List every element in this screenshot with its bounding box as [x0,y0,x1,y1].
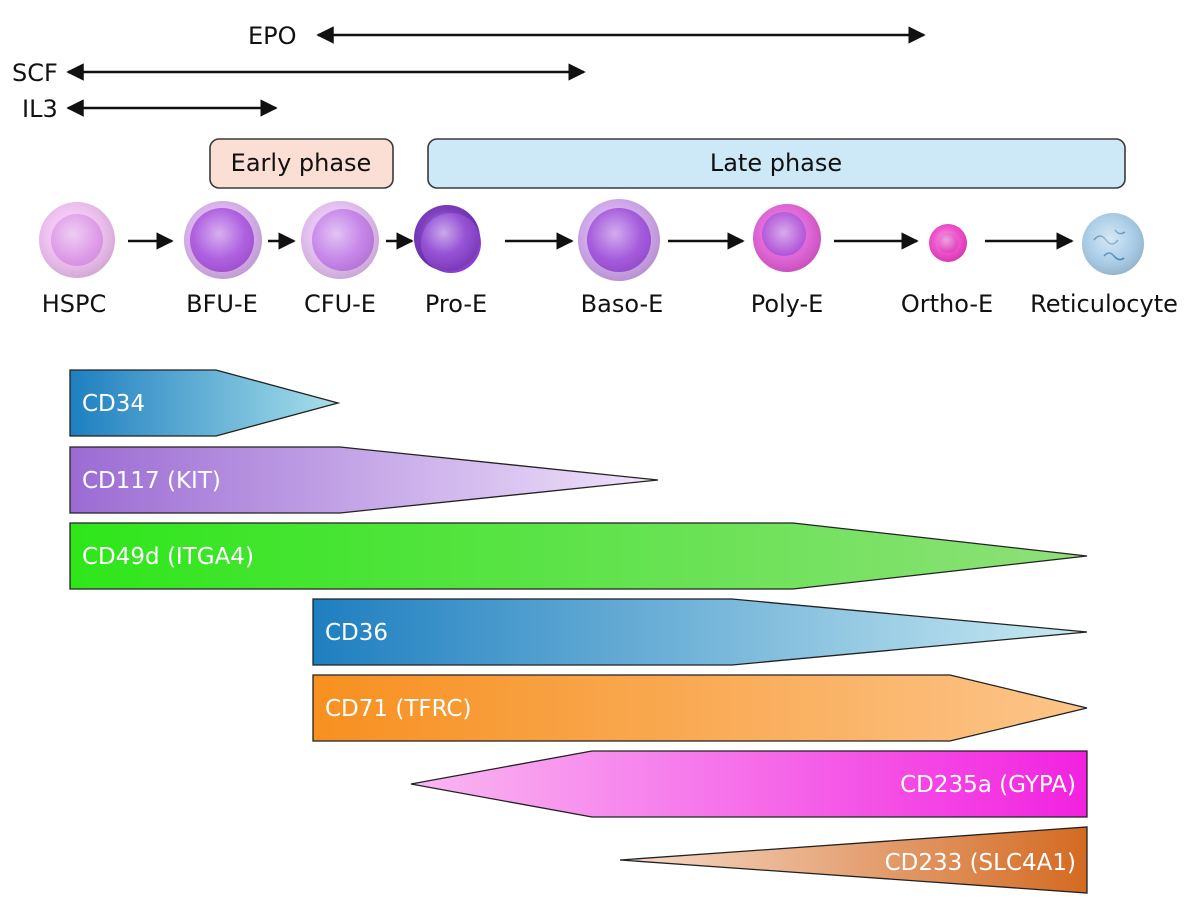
cytokine-ranges: EPO SCF IL3 [12,22,926,123]
marker-cd36-label: CD36 [325,620,388,646]
phase-boxes: Early phase Late phase [209,138,1126,189]
cell-row: HSPC BFU-E CFU-E Pro-E Baso-E Poly-E Ort… [39,199,1178,318]
marker-cd49d: CD49d (ITGA4) [69,522,1088,590]
epo-label: EPO [248,22,297,50]
marker-cd117-label: CD117 (KIT) [82,468,221,494]
marker-cd233-label: CD233 (SLC4A1) [885,850,1076,876]
poly-e-cell-icon [753,204,821,272]
il3-label: IL3 [22,95,58,123]
early-phase-label: Early phase [231,149,372,177]
marker-cd235a-label: CD235a (GYPA) [900,772,1076,798]
reticulocyte-label: Reticulocyte [1030,290,1178,318]
marker-cd34-label: CD34 [82,391,145,417]
hspc-label: HSPC [42,290,107,318]
marker-cd117: CD117 (KIT) [69,446,659,514]
ortho-e-label: Ortho-E [901,290,993,318]
bfu-e-cell-icon [184,201,262,279]
hspc-cell-icon [39,202,115,278]
marker-bands: CD34 CD117 (KIT) CD49d (ITGA4) CD36 CD71… [69,369,1088,894]
poly-e-label: Poly-E [751,290,824,318]
marker-cd71-label: CD71 (TFRC) [325,696,471,722]
marker-cd233: CD233 (SLC4A1) [619,826,1088,894]
pro-e-label: Pro-E [425,290,487,318]
marker-cd235a: CD235a (GYPA) [410,750,1088,818]
late-phase-label: Late phase [710,149,842,177]
baso-e-cell-icon [578,199,660,281]
marker-cd49d-label: CD49d (ITGA4) [82,544,254,570]
early-phase-box [209,138,394,189]
cfu-e-label: CFU-E [304,290,376,318]
pro-e-cell-icon [414,205,481,273]
scf-label: SCF [12,59,58,87]
marker-cd71: CD71 (TFRC) [312,674,1088,742]
marker-cd34: CD34 [69,369,341,437]
marker-cd36: CD36 [312,598,1088,666]
baso-e-label: Baso-E [581,290,664,318]
reticulocyte-cell-icon [1082,213,1144,275]
bfu-e-label: BFU-E [186,290,258,318]
cfu-e-cell-icon [301,201,379,279]
ortho-e-cell-icon [929,224,967,262]
late-phase-box [427,138,1126,189]
